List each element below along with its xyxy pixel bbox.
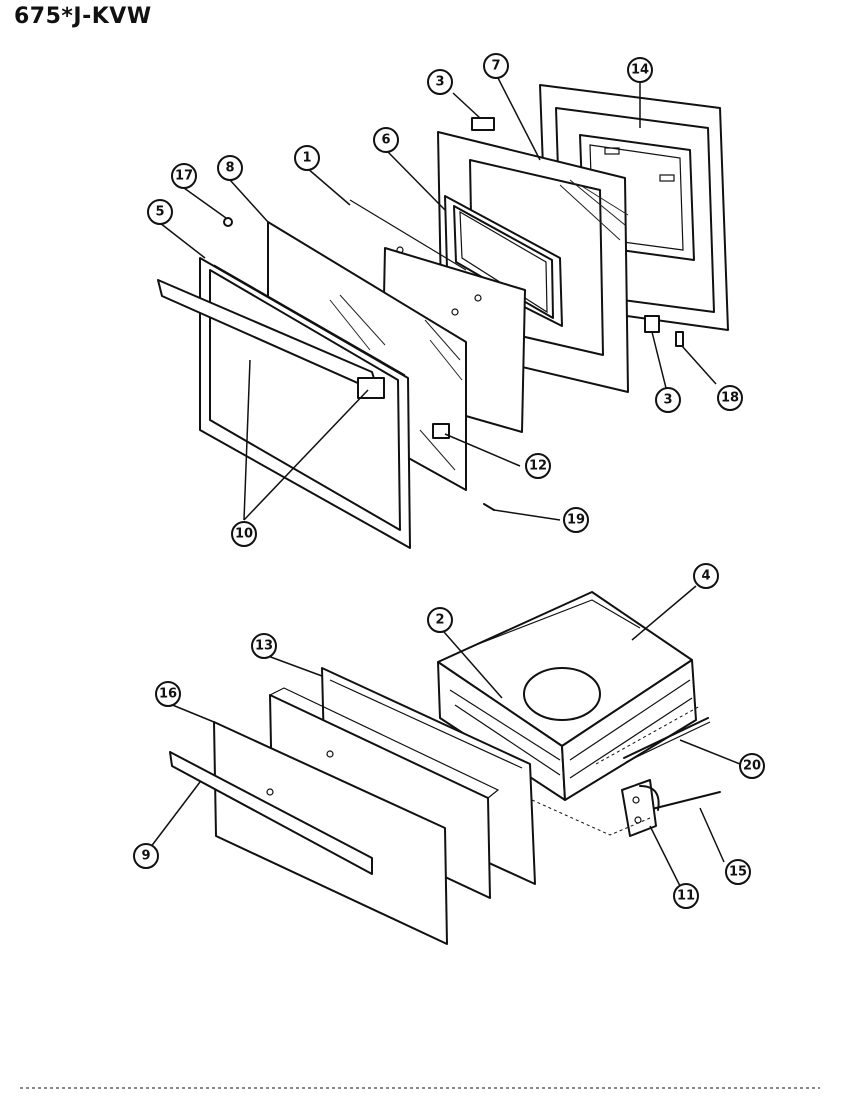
callout-label: 19 [567,513,585,528]
callout-11: 11 [673,883,699,909]
callout-label: 10 [235,527,253,542]
callout-13: 13 [251,633,277,659]
callout-15: 15 [725,859,751,885]
callout-label: 6 [381,133,390,148]
assembly-line [595,705,701,765]
part-18-screw [675,331,684,347]
callout-1: 1 [294,145,320,171]
part-6-glass-frame [444,195,563,327]
callout-label: 4 [701,569,710,584]
callout-9: 9 [133,843,159,869]
callout-label: 14 [631,63,649,78]
callout-17: 17 [171,163,197,189]
part-17-screw [223,217,233,227]
callout-19: 19 [563,507,589,533]
callout-label: 20 [743,759,761,774]
callout-label: 12 [529,459,547,474]
callout-label: 17 [175,169,193,184]
callout-label: 5 [155,205,164,220]
callout-7: 7 [483,53,509,79]
callout-20: 20 [739,753,765,779]
callout-8: 8 [217,155,243,181]
part-16-drawer-front [213,721,448,945]
callout-label: 15 [729,865,747,880]
callout-label: 2 [435,613,444,628]
leader-lines [149,77,741,887]
part-12-bracket [432,423,450,439]
callout-4: 4 [693,563,719,589]
callout-6: 6 [373,127,399,153]
callout-14: 14 [627,57,653,83]
callout-2: 2 [427,607,453,633]
part-3-clip-lower [644,315,660,333]
callout-18: 18 [717,385,743,411]
part-9-drawer-handle [169,751,373,875]
callout-label: 11 [677,889,695,904]
callout-10: 10 [231,521,257,547]
part-11-roller-bracket [621,779,660,837]
callout-label: 16 [159,687,177,702]
callout-label: 7 [491,59,500,74]
callout-label: 18 [721,391,739,406]
assembly-line [531,799,651,836]
callout-label: 3 [663,393,672,408]
diagram-title: 675*J-KVW [14,4,152,29]
callout-12: 12 [525,453,551,479]
callout-3-upper: 3 [427,69,453,95]
callout-5: 5 [147,199,173,225]
callout-label: 3 [435,75,444,90]
callout-16: 16 [155,681,181,707]
part-20-slide-rail [623,717,711,763]
part-15-rail [647,791,721,811]
part-19-screw [483,503,495,511]
callout-3-lower: 3 [655,387,681,413]
part-4-drawer-body [437,591,697,801]
callout-label: 9 [141,849,150,864]
part-3-clip-upper [471,117,495,131]
callout-label: 1 [302,151,311,166]
callout-label: 8 [225,161,234,176]
callout-label: 13 [255,639,273,654]
